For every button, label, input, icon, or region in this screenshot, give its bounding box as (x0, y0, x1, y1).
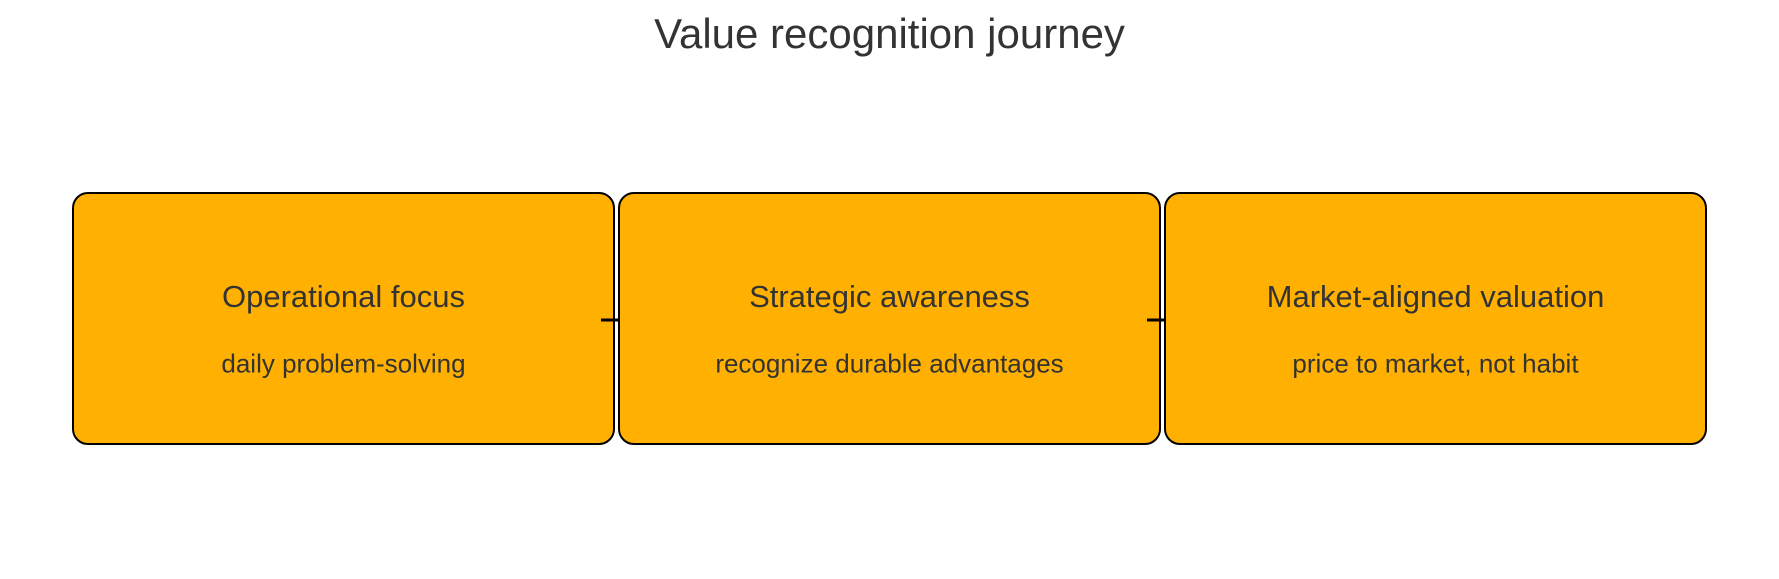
stage-title: Market-aligned valuation (1266, 278, 1605, 314)
stage-description: price to market, not habit (1292, 348, 1579, 379)
diagram-title: Value recognition journey (654, 10, 1125, 57)
stage-description: recognize durable advantages (715, 348, 1064, 379)
stage-box-operational-focus: Operational focus daily problem-solving (72, 192, 615, 445)
stage-box-strategic-awareness: Strategic awareness recognize durable ad… (618, 192, 1161, 445)
stage-title: Strategic awareness (749, 278, 1030, 314)
stage-description: daily problem-solving (221, 348, 466, 379)
stage-box-market-aligned-valuation: Market-aligned valuation price to market… (1164, 192, 1707, 445)
stage-title: Operational focus (222, 278, 465, 314)
